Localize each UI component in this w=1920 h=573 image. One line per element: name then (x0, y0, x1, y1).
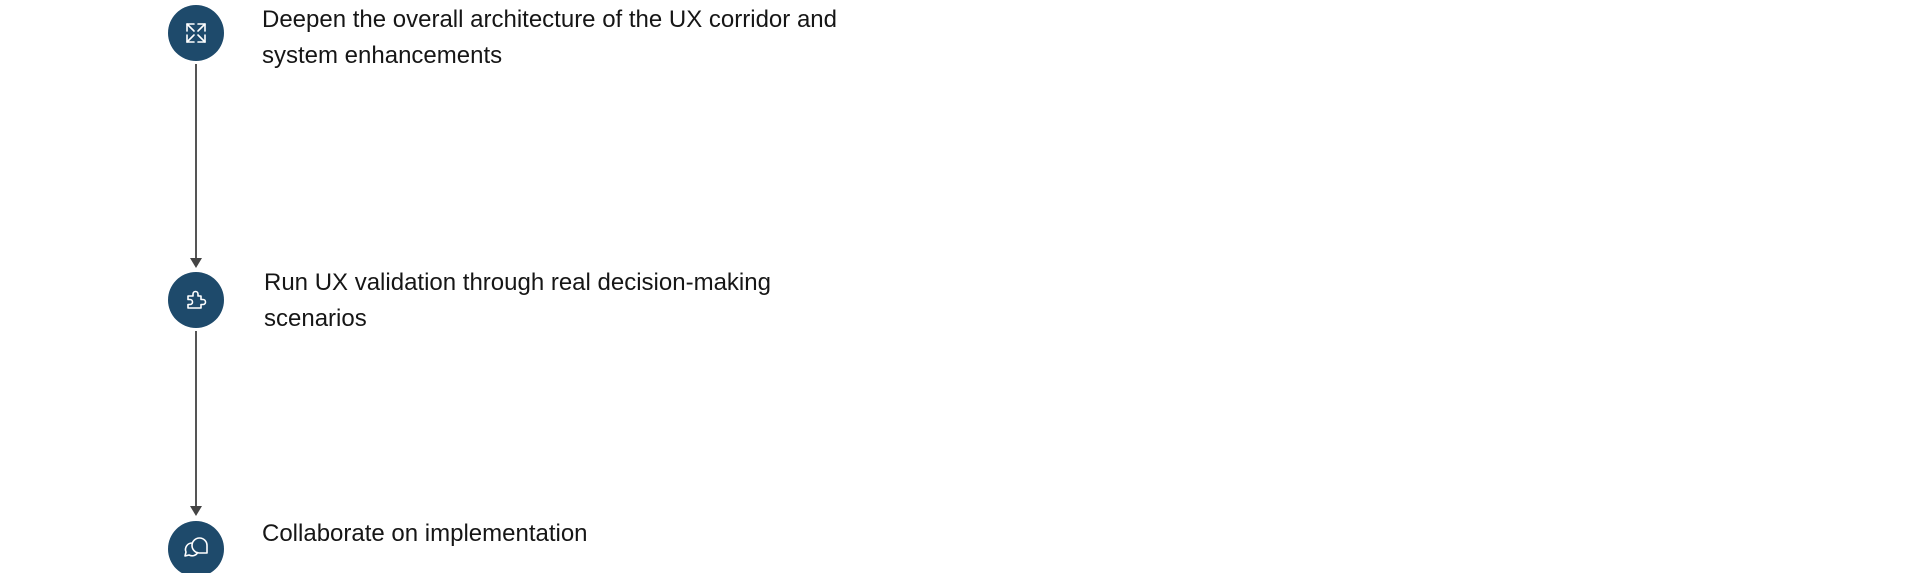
connector-1-arrowhead (190, 258, 202, 268)
connector-1 (195, 64, 197, 264)
chat-bubbles-icon (181, 534, 211, 564)
connector-2-arrowhead (190, 506, 202, 516)
puzzle-piece-icon (183, 287, 209, 313)
step-3-text: Collaborate on implementation (262, 520, 588, 547)
step-2-text: Run UX validation through real decision-… (264, 269, 771, 332)
step-1-text: Deepen the overall architecture of the U… (262, 6, 837, 69)
step-1-circle (168, 5, 224, 61)
connector-2 (195, 331, 197, 513)
step-3-circle (168, 521, 224, 573)
step-2-circle (168, 272, 224, 328)
expand-arrows-icon (185, 22, 207, 44)
